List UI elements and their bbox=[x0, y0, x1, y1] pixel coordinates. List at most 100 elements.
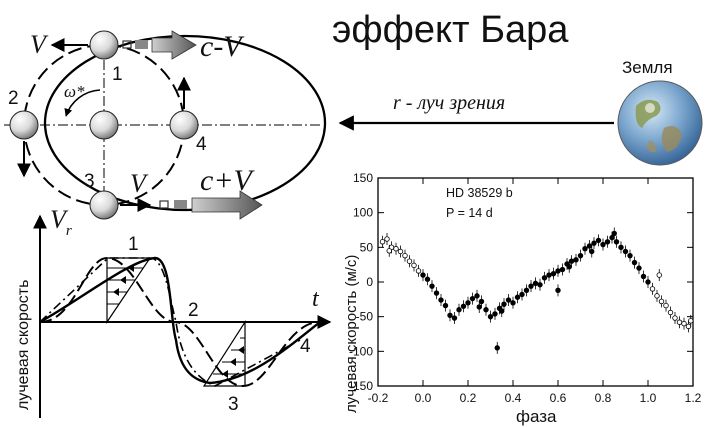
rv-data-point bbox=[476, 304, 482, 310]
rv-data-point bbox=[469, 295, 476, 302]
earth-label: Земля bbox=[622, 58, 673, 77]
rv-data-point bbox=[595, 237, 602, 244]
rv-data-point bbox=[622, 248, 629, 255]
rv-data-point bbox=[649, 286, 656, 292]
rv-data-point bbox=[523, 287, 530, 294]
rv-data-point bbox=[654, 293, 660, 299]
rv-ytick-label: -150 bbox=[349, 379, 373, 393]
rv-xtick-label: -0.2 bbox=[368, 391, 389, 405]
rv-data-point bbox=[499, 308, 505, 314]
rv-data-point bbox=[492, 311, 498, 317]
rv-xlabel: фаза bbox=[516, 407, 557, 426]
schematic-point-4: 4 bbox=[300, 336, 311, 357]
planet-ball-2 bbox=[9, 110, 39, 140]
rv-data-point bbox=[537, 282, 543, 288]
hatched-region-bottom bbox=[202, 319, 246, 387]
rv-data-point bbox=[483, 307, 489, 313]
schematic-point-2: 2 bbox=[188, 300, 199, 321]
schematic-vr-label: Vr bbox=[50, 205, 72, 239]
rv-ytick-label: -100 bbox=[349, 344, 373, 358]
rv-data-point bbox=[429, 283, 435, 289]
schematic-point-1: 1 bbox=[128, 234, 139, 255]
rv-data-point bbox=[640, 273, 647, 280]
rv-data-point bbox=[566, 264, 572, 270]
rv-data-point bbox=[573, 257, 579, 263]
line-of-sight-label: r - луч зрения bbox=[393, 92, 505, 114]
rv-data-point bbox=[456, 307, 462, 313]
velocity-label-left: V bbox=[30, 30, 49, 59]
rv-data-point bbox=[555, 287, 561, 294]
rv-data-point bbox=[460, 303, 467, 309]
rv-data-point bbox=[600, 241, 606, 248]
approaching-light-arrow bbox=[159, 190, 263, 220]
orbit-point-2: 2 bbox=[8, 88, 19, 109]
rv-data-point bbox=[582, 246, 588, 252]
rv-data-point bbox=[478, 298, 485, 305]
planet-ball-4 bbox=[169, 110, 199, 140]
rv-annotation-line-1: HD 38529 b bbox=[446, 186, 513, 200]
rv-data-point bbox=[604, 239, 611, 245]
rv-data-point bbox=[415, 268, 422, 274]
schematic-ylabel: лучевая скорость bbox=[15, 280, 32, 410]
rv-data-point bbox=[465, 300, 471, 306]
rv-data-point bbox=[627, 252, 633, 259]
rv-data-point bbox=[510, 300, 516, 306]
rv-data-point bbox=[442, 302, 449, 309]
rv-ytick-label: 50 bbox=[360, 240, 374, 254]
rv-xtick-label: 0.4 bbox=[505, 391, 522, 405]
rv-points bbox=[379, 227, 694, 354]
rv-ytick-label: 150 bbox=[353, 171, 373, 185]
rv-ticks bbox=[377, 177, 694, 387]
rv-data-point bbox=[541, 275, 548, 281]
large-orbit-ellipse bbox=[43, 34, 327, 212]
eccentric-solid-curve bbox=[39, 256, 321, 385]
title: эффект Бара bbox=[332, 9, 569, 51]
rv-data-point bbox=[555, 268, 561, 274]
rv-data-point bbox=[681, 320, 687, 327]
rv-data-point bbox=[424, 276, 431, 282]
rv-data-point bbox=[613, 239, 620, 245]
rv-data-point bbox=[577, 252, 584, 259]
rv-ylabel: лучевая скорость (м/с) bbox=[343, 255, 360, 413]
rv-data-point bbox=[411, 262, 417, 269]
schematic-point-3: 3 bbox=[228, 394, 239, 415]
schematic-t-label: t bbox=[312, 286, 320, 312]
rv-data-point bbox=[494, 345, 500, 351]
rv-data-point bbox=[589, 248, 595, 255]
hatched-region-top bbox=[106, 257, 152, 324]
rv-ytick-label: -50 bbox=[356, 310, 374, 324]
schematic-velocity-plot: лучевая скорость Vr t 1 2 3 4 bbox=[15, 205, 332, 418]
rv-data-point bbox=[420, 272, 426, 278]
rv-data-point bbox=[433, 290, 440, 296]
rv-data-point bbox=[658, 298, 665, 305]
rv-data-point bbox=[528, 283, 534, 289]
rv-annotation-line-2: P = 14 d bbox=[446, 206, 493, 220]
rv-data-point bbox=[379, 239, 386, 245]
sine-dashed-curve bbox=[39, 256, 321, 388]
omega-label: ω* bbox=[64, 82, 85, 101]
rv-data-point bbox=[611, 230, 617, 237]
rv-data-point bbox=[656, 272, 662, 278]
rv-data-point bbox=[672, 315, 678, 321]
rv-data-point bbox=[384, 236, 390, 242]
rv-data-point bbox=[451, 315, 458, 321]
rv-data-point bbox=[487, 313, 494, 320]
rv-ytick-label: 100 bbox=[353, 206, 373, 220]
rv-data-point bbox=[514, 294, 521, 300]
rv-data-point bbox=[546, 272, 552, 278]
rv-data-point bbox=[406, 258, 413, 264]
planet-ball-3 bbox=[89, 190, 119, 220]
rv-xtick-label: 0.6 bbox=[550, 391, 567, 405]
orbit-diagram: ω* V c-V V c+V 1 2 3 4 bbox=[4, 30, 327, 220]
rv-data-point bbox=[586, 243, 593, 249]
earth-icon bbox=[617, 80, 703, 166]
rv-data-point bbox=[568, 258, 575, 264]
rv-xtick-label: 1.2 bbox=[685, 391, 702, 405]
rv-data-point bbox=[559, 266, 566, 273]
rv-data-point bbox=[663, 302, 669, 309]
c-minus-v-label: c-V bbox=[200, 30, 245, 63]
rv-data-point bbox=[397, 248, 404, 255]
rv-xtick-label: 0.0 bbox=[415, 391, 432, 405]
